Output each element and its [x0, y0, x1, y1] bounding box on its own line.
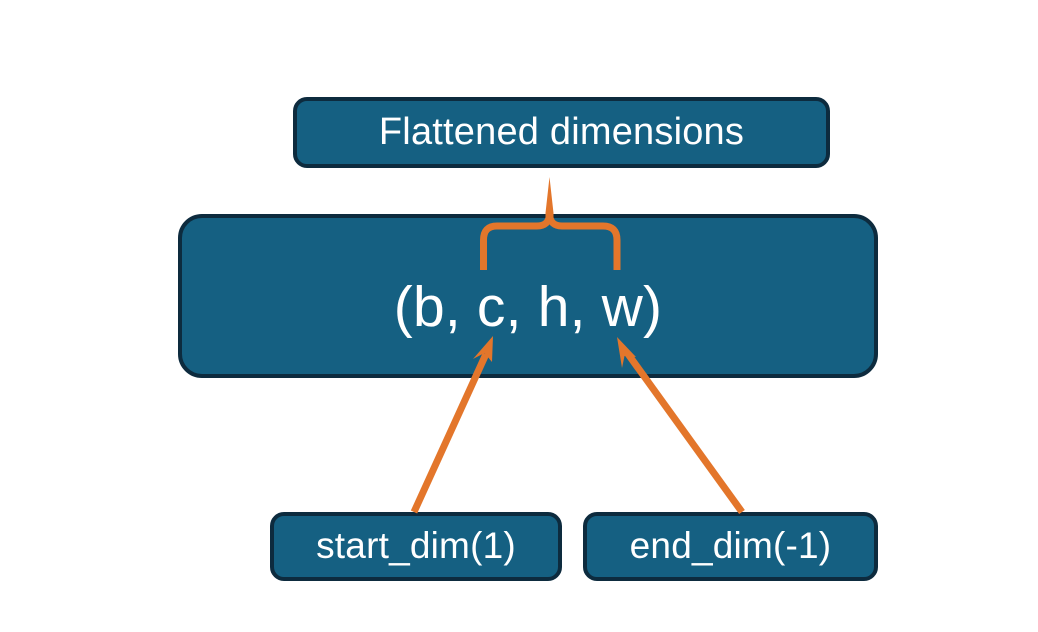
end-dim-box: end_dim(-1) [583, 512, 878, 581]
flattened-dimensions-box: Flattened dimensions [293, 97, 830, 168]
tensor-shape-label: (b, c, h, w) [393, 275, 663, 339]
end-dim-label: end_dim(-1) [629, 525, 832, 567]
flattened-dimensions-label: Flattened dimensions [378, 110, 745, 153]
start-dim-box: start_dim(1) [270, 512, 562, 581]
tensor-shape-box: (b, c, h, w) [178, 214, 878, 378]
start-dim-label: start_dim(1) [316, 525, 516, 567]
